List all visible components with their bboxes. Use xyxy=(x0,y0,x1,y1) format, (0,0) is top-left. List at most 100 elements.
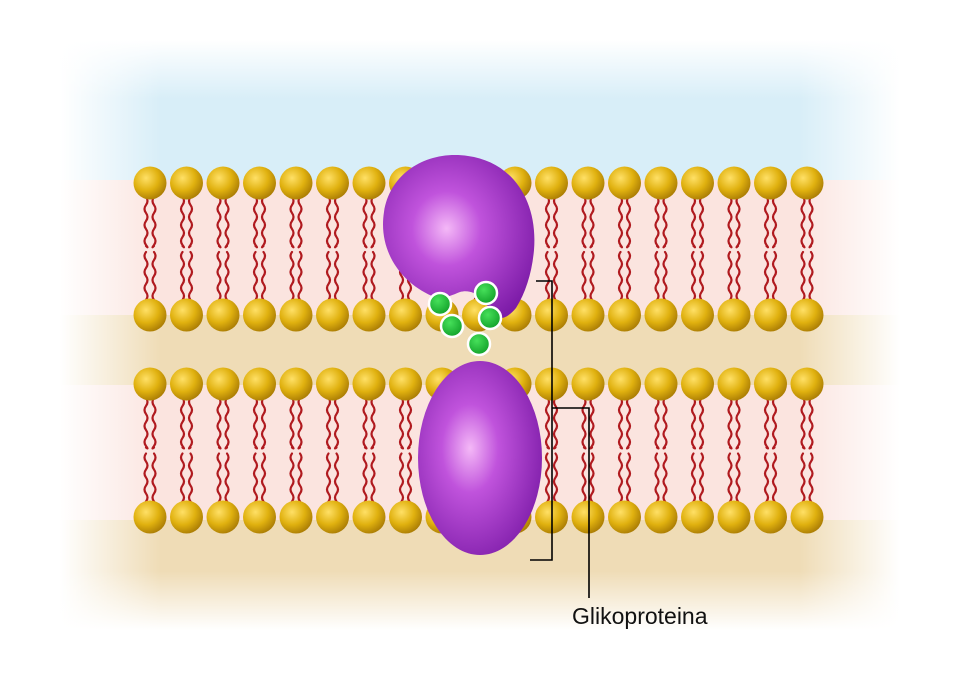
lipid-tail xyxy=(698,195,705,249)
lipid-tail xyxy=(224,396,230,450)
lipid-tail xyxy=(151,195,157,249)
lipid-head xyxy=(535,166,568,200)
lipid-head xyxy=(133,298,167,332)
lipid-tail xyxy=(143,396,149,450)
lipid-tail xyxy=(544,195,551,249)
lipid-head xyxy=(316,500,349,534)
lipid-tail xyxy=(662,195,668,249)
lipid-head xyxy=(243,166,276,200)
lipid-tail xyxy=(654,195,660,249)
lipid-tail xyxy=(544,396,551,450)
lipid-head xyxy=(316,367,349,401)
lipid-head xyxy=(133,500,167,534)
lipid-head xyxy=(279,166,313,200)
lipid-head xyxy=(316,298,349,332)
lipid-head xyxy=(754,367,787,401)
label-bracket xyxy=(530,280,590,598)
lipid-tail xyxy=(662,452,668,506)
lipid-tail xyxy=(617,195,624,249)
lipid-tail xyxy=(800,452,806,506)
lipid-head xyxy=(790,298,824,332)
lipid-tail xyxy=(617,452,624,506)
lipid-head xyxy=(279,367,313,401)
lipid-head xyxy=(681,500,714,534)
lipid-tail xyxy=(260,452,267,506)
lipid-head xyxy=(389,298,422,332)
lipid-tail xyxy=(362,195,368,249)
lipid-head xyxy=(754,298,787,332)
lipid-tail xyxy=(690,195,697,249)
lipid-tail xyxy=(552,195,559,249)
lipid-head xyxy=(717,298,751,332)
lipid-tail xyxy=(143,452,149,506)
lipid-head xyxy=(206,500,240,534)
lipid-tail xyxy=(552,396,559,450)
lipid-tail xyxy=(581,195,587,249)
lipid-tail xyxy=(224,195,230,249)
lipid-head xyxy=(608,500,641,534)
lipid-tail xyxy=(289,396,295,450)
lipid-head xyxy=(352,500,386,534)
lipid-tail xyxy=(398,452,405,506)
lipid-tail xyxy=(808,396,814,450)
lipid-tail xyxy=(690,452,697,506)
glycoprotein-label: Glikoproteina xyxy=(572,603,708,629)
lipid-tail xyxy=(654,452,660,506)
lipid-tail xyxy=(187,396,194,450)
lipid-tail xyxy=(662,396,668,450)
lipid-tail xyxy=(763,452,770,506)
lipid-head xyxy=(571,166,605,200)
lipid-tail xyxy=(289,195,295,249)
lipid-tail xyxy=(333,396,340,450)
ligand-cluster xyxy=(427,280,503,357)
lipid-head xyxy=(608,166,641,200)
lipid-head xyxy=(243,298,276,332)
lipid-head xyxy=(717,500,751,534)
lipid-tail xyxy=(297,195,303,249)
lipid-head xyxy=(133,367,167,401)
lipid-head xyxy=(754,500,787,534)
lipid-head xyxy=(608,298,641,332)
lipid-head xyxy=(243,367,276,401)
lipid-head xyxy=(279,298,313,332)
lipid-tail xyxy=(143,195,149,249)
lipid-head xyxy=(389,500,422,534)
lipid-tail xyxy=(800,396,806,450)
lipid-tail xyxy=(589,396,595,450)
lipid-head xyxy=(681,166,714,200)
lipid-head xyxy=(717,166,751,200)
lipid-head xyxy=(644,298,678,332)
lipid-tail xyxy=(698,396,705,450)
lipid-tail xyxy=(187,195,194,249)
lipid-head xyxy=(316,166,349,200)
lipid-tail xyxy=(325,452,332,506)
lipid-head xyxy=(206,367,240,401)
lipid-tail xyxy=(252,195,259,249)
lipid-tail xyxy=(333,195,340,249)
lipid-tail xyxy=(581,452,587,506)
lipid-head xyxy=(170,367,203,401)
lipid-tail xyxy=(216,396,222,450)
lipid-tail xyxy=(370,452,376,506)
lipid-head xyxy=(644,166,678,200)
lipid-tail xyxy=(216,452,222,506)
lipid-tail xyxy=(625,195,632,249)
lipid-tail xyxy=(370,396,376,450)
lipid-tail xyxy=(260,396,267,450)
lipid-tail xyxy=(179,195,186,249)
lipid-tail xyxy=(808,195,814,249)
lipid-tail xyxy=(252,396,259,450)
lipid-tail xyxy=(179,396,186,450)
ligand-molecule xyxy=(477,305,503,331)
lipid-head xyxy=(389,367,422,401)
lipid-tail xyxy=(625,452,632,506)
glycoprotein-lower xyxy=(418,361,542,555)
lipid-tail xyxy=(727,195,733,249)
ligand-molecule xyxy=(466,331,492,357)
lipid-tail xyxy=(763,396,770,450)
lipid-head xyxy=(790,166,824,200)
ligand-molecule xyxy=(473,280,499,306)
lipid-tail xyxy=(800,195,806,249)
lipid-tail xyxy=(771,452,778,506)
